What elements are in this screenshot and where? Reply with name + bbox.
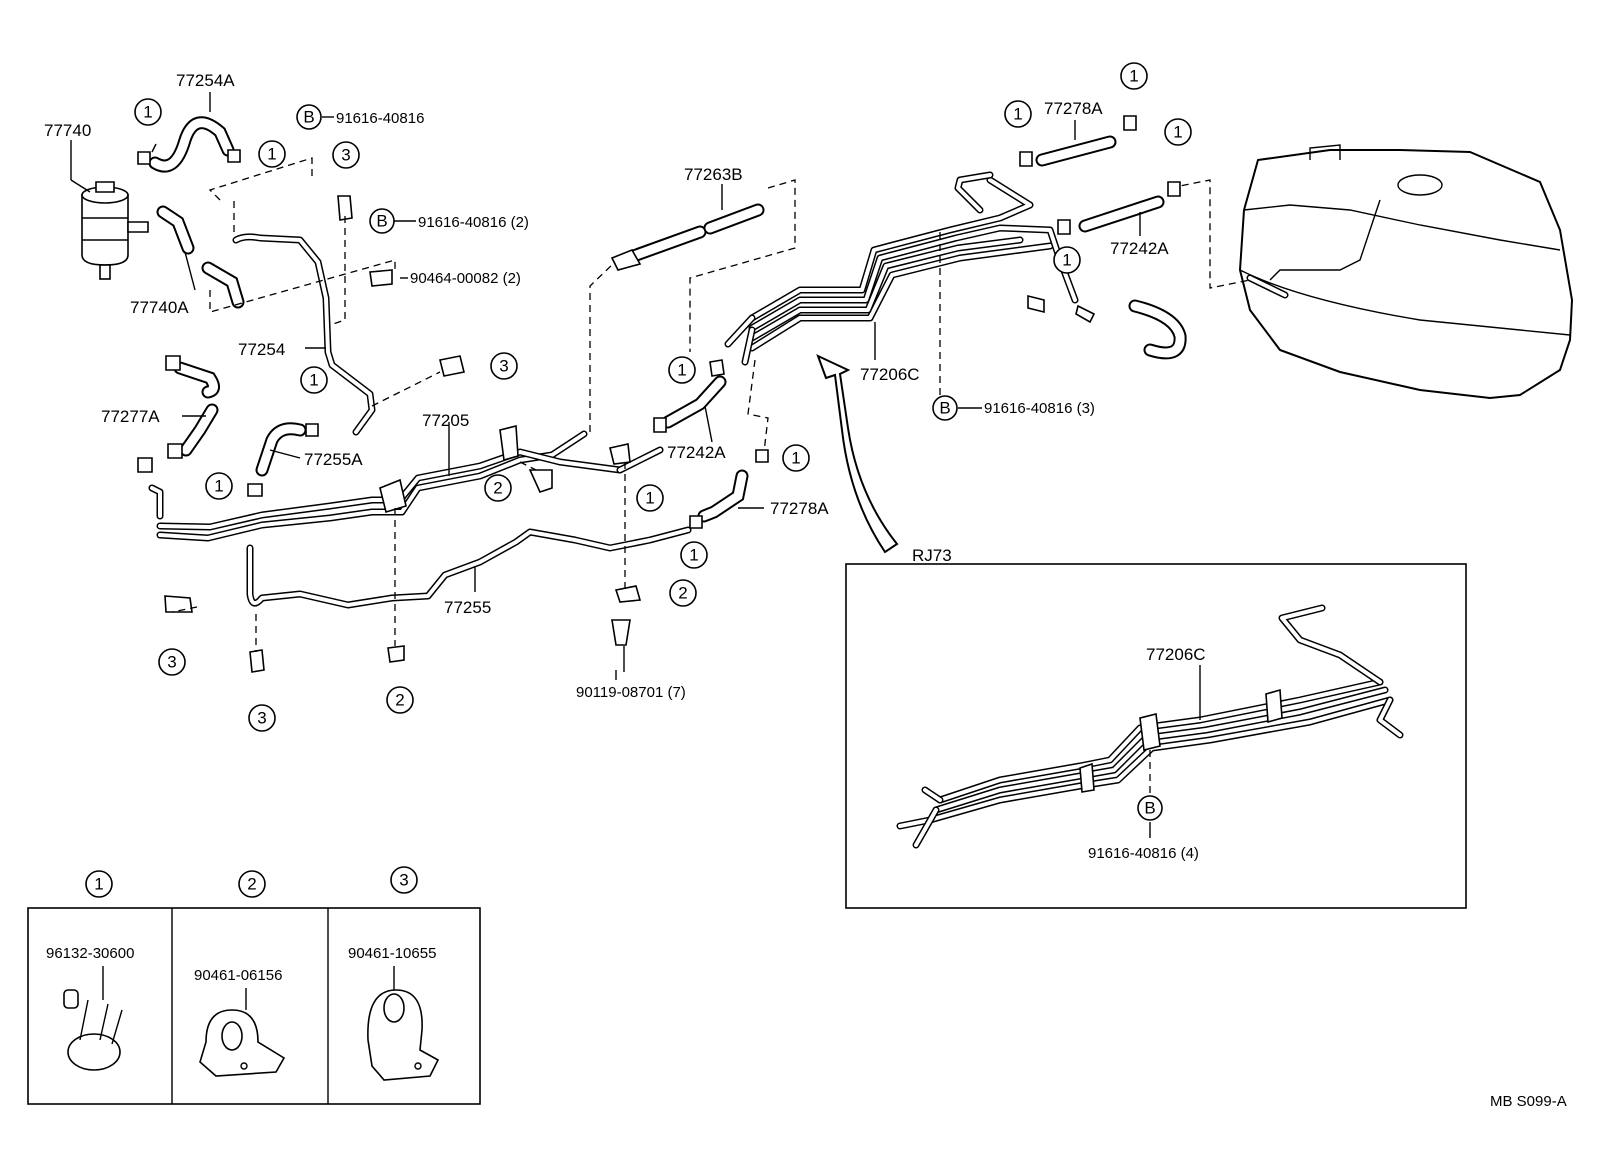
marker-1: 1 — [1004, 100, 1032, 128]
svg-text:2: 2 — [247, 875, 256, 894]
marker-1: 1 — [205, 472, 233, 500]
svg-text:1: 1 — [1173, 123, 1182, 142]
svg-text:B: B — [376, 212, 387, 231]
marker-2: 2 — [386, 686, 414, 714]
svg-text:B: B — [303, 108, 314, 127]
brackets — [164, 195, 1096, 673]
marker-1: 1 — [1120, 62, 1148, 90]
dashed-leaders — [171, 157, 1251, 652]
marker-b: B — [369, 208, 395, 234]
b-connectors — [322, 116, 982, 680]
marker-b: B — [1137, 795, 1163, 821]
svg-text:B: B — [1144, 799, 1155, 818]
label-bolt-91616-a: 91616-40816 — [336, 110, 424, 127]
label-77254: 77254 — [238, 340, 285, 359]
marker-1: 1 — [782, 444, 810, 472]
svg-text:1: 1 — [791, 449, 800, 468]
svg-text:1: 1 — [143, 103, 152, 122]
rj73-arrow — [816, 354, 899, 554]
marker-1: 1 — [1164, 118, 1192, 146]
svg-text:2: 2 — [395, 691, 404, 710]
marker-1: 1 — [300, 366, 328, 394]
label-77740A: 77740A — [130, 298, 189, 317]
legend-pipe-clamp-icon — [199, 1009, 286, 1077]
label-77278A-mid: 77278A — [770, 499, 829, 518]
label-77263B: 77263B — [684, 165, 743, 184]
fuel-filter — [81, 181, 149, 280]
hoses — [148, 116, 1187, 523]
label-77277A: 77277A — [101, 407, 160, 426]
label-77242A-top: 77242A — [1110, 239, 1169, 258]
marker-1: 1 — [668, 356, 696, 384]
label-77206C: 77206C — [860, 365, 920, 384]
pipes — [148, 171, 1289, 609]
marker-3: 3 — [490, 352, 518, 380]
marker-b: B — [932, 395, 958, 421]
label-77255A: 77255A — [304, 450, 363, 469]
svg-text:1: 1 — [267, 145, 276, 164]
svg-text:B: B — [939, 399, 950, 418]
clamp-legend — [27, 907, 481, 1105]
legend-part-2: 90461-06156 — [194, 967, 282, 984]
label-77205: 77205 — [422, 411, 469, 430]
label-bolt-91616-b: 91616-40816 (2) — [418, 214, 529, 231]
rj73-inset — [845, 563, 1467, 909]
clip-glyphs — [137, 115, 1181, 529]
legend-marker-3: 3 — [390, 866, 418, 894]
label-77242A-mid: 77242A — [667, 443, 726, 462]
marker-2: 2 — [669, 579, 697, 607]
svg-text:3: 3 — [167, 653, 176, 672]
marker-2: 2 — [484, 474, 512, 502]
marker-b: B — [296, 104, 322, 130]
svg-text:3: 3 — [399, 871, 408, 890]
legend-part-3: 90461-10655 — [348, 945, 436, 962]
marker-1: 1 — [636, 484, 664, 512]
label-90119: 90119-08701 (7) — [576, 684, 686, 701]
fuel-tank — [1238, 144, 1574, 400]
marker-1: 1 — [1053, 246, 1081, 274]
label-77255: 77255 — [444, 598, 491, 617]
marker-1: 1 — [134, 98, 162, 126]
label-rj73: RJ73 — [912, 546, 952, 565]
marker-1: 1 — [258, 140, 286, 168]
drawing-code: MB S099-A — [1490, 1093, 1567, 1110]
marker-3: 3 — [332, 141, 360, 169]
legend-marker-2: 2 — [238, 870, 266, 898]
legend-clip-icon — [63, 989, 123, 1071]
svg-text:3: 3 — [341, 146, 350, 165]
part-labels: 77740 77254A 77740A 77254 77277A 77255A … — [44, 71, 1567, 1110]
callout-markers: 1 1 1 1 1 1 1 1 1 1 1 1 2 2 2 3 3 3 3 B … — [85, 62, 1192, 898]
svg-text:1: 1 — [689, 546, 698, 565]
legend-part-1: 96132-30600 — [46, 945, 134, 962]
label-90464: 90464-00082 (2) — [410, 270, 521, 287]
label-inset-91616: 91616-40816 (4) — [1088, 845, 1199, 862]
label-77278A-top: 77278A — [1044, 99, 1103, 118]
svg-text:1: 1 — [94, 875, 103, 894]
svg-text:1: 1 — [1129, 67, 1138, 86]
svg-text:1: 1 — [677, 361, 686, 380]
marker-1: 1 — [680, 541, 708, 569]
svg-text:1: 1 — [214, 477, 223, 496]
svg-text:1: 1 — [645, 489, 654, 508]
leader-lines — [70, 92, 1141, 672]
label-bolt-91616-c: 91616-40816 (3) — [984, 400, 1095, 417]
marker-3: 3 — [158, 648, 186, 676]
label-77740: 77740 — [44, 121, 91, 140]
svg-text:1: 1 — [1062, 251, 1071, 270]
svg-text:2: 2 — [678, 584, 687, 603]
label-inset-77206C: 77206C — [1146, 645, 1206, 664]
label-77254A: 77254A — [176, 71, 235, 90]
svg-text:1: 1 — [309, 371, 318, 390]
legend-bracket-clamp-icon — [367, 989, 440, 1081]
svg-text:2: 2 — [493, 479, 502, 498]
svg-text:3: 3 — [257, 709, 266, 728]
svg-text:3: 3 — [499, 357, 508, 376]
svg-text:1: 1 — [1013, 105, 1022, 124]
legend-marker-1: 1 — [85, 870, 113, 898]
marker-3: 3 — [248, 704, 276, 732]
